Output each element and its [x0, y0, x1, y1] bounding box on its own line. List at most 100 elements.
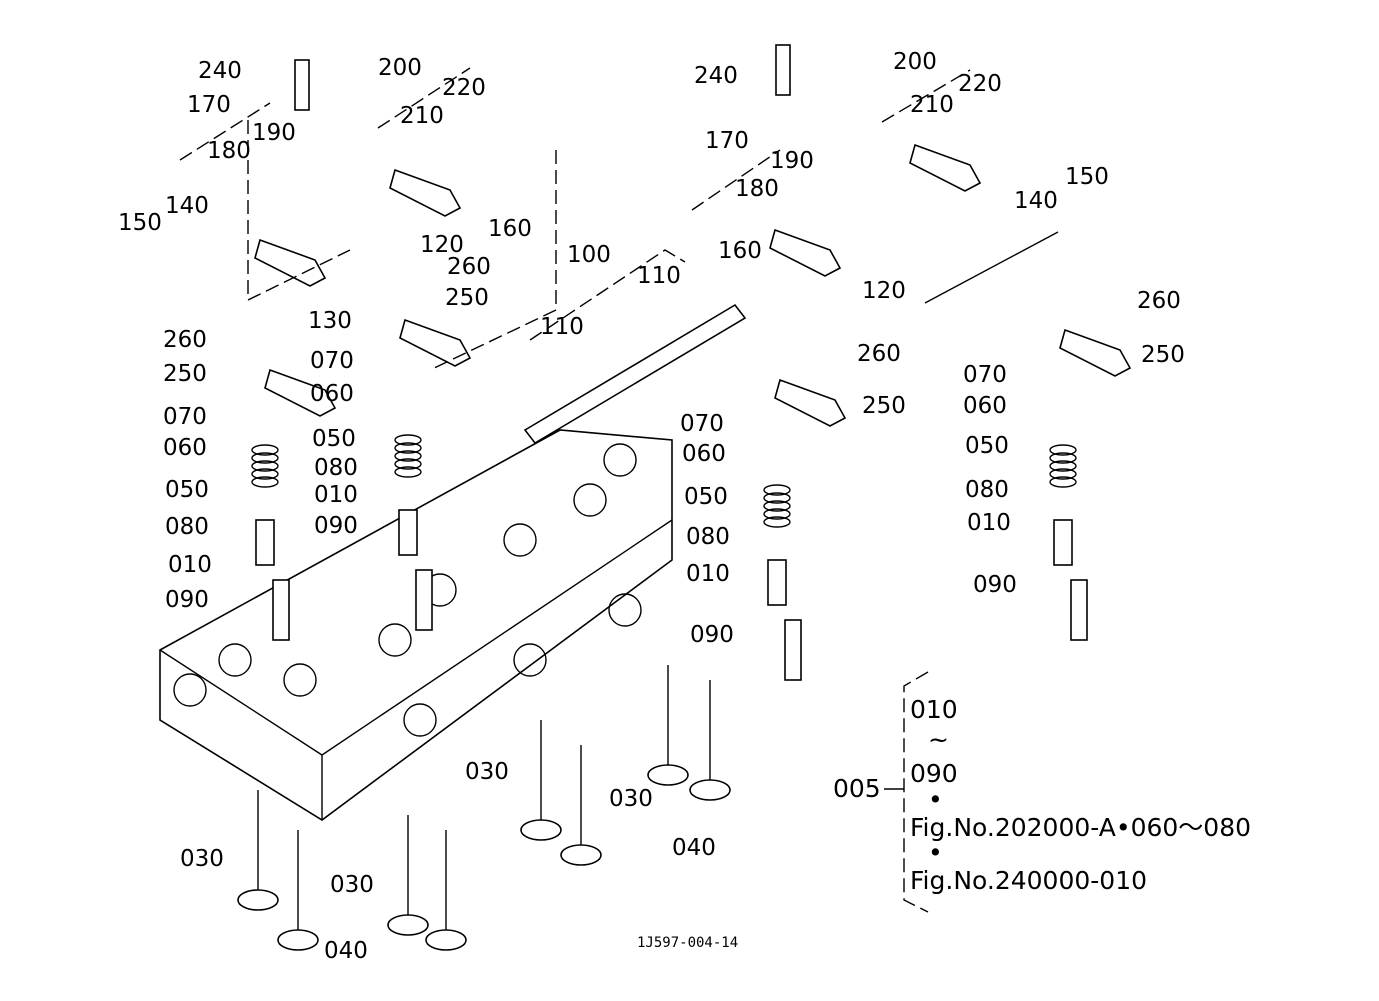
valve-spring	[763, 492, 791, 504]
head-port	[573, 483, 607, 517]
valve-spring	[251, 460, 279, 472]
push-rod	[272, 579, 290, 641]
part-label-010: 010	[967, 510, 1011, 536]
valve-spring	[763, 516, 791, 528]
part-label-060: 060	[163, 435, 207, 461]
part-label-200: 200	[893, 49, 937, 75]
head-port	[283, 663, 317, 697]
note-bullet-2: •	[928, 838, 943, 867]
part-label-090: 090	[165, 587, 209, 613]
part-label-040: 040	[672, 835, 716, 861]
part-shapes	[159, 44, 1132, 951]
part-label-250: 250	[163, 361, 207, 387]
part-label-030: 030	[609, 786, 653, 812]
part-label-070: 070	[963, 362, 1007, 388]
valve-head	[520, 819, 562, 841]
part-label-030: 030	[330, 872, 374, 898]
head-port	[603, 443, 637, 477]
part-label-260: 260	[1137, 288, 1181, 314]
part-label-070: 070	[163, 404, 207, 430]
valve-spring	[251, 468, 279, 480]
valve-spring	[1049, 460, 1077, 472]
part-label-120: 120	[862, 278, 906, 304]
valve-head	[647, 764, 689, 786]
valve-spring	[763, 508, 791, 520]
part-label-070: 070	[310, 348, 354, 374]
head-port	[503, 523, 537, 557]
valve-spring	[1049, 452, 1077, 464]
valve-spring	[1049, 444, 1077, 456]
part-label-220: 220	[442, 75, 486, 101]
valve-spring	[394, 434, 422, 446]
part-label-010: 010	[314, 482, 358, 508]
rocker-arm	[1059, 328, 1132, 377]
part-label-170: 170	[187, 92, 231, 118]
note-range-end: 090	[910, 759, 958, 788]
part-label-250: 250	[862, 393, 906, 419]
part-label-130: 130	[308, 308, 352, 334]
part-label-220: 220	[958, 71, 1002, 97]
part-label-200: 200	[378, 55, 422, 81]
part-label-150: 150	[1065, 164, 1109, 190]
part-label-090: 090	[314, 513, 358, 539]
rocker-shaft	[523, 303, 747, 445]
part-label-060: 060	[310, 381, 354, 407]
part-label-210: 210	[400, 103, 444, 129]
valve-head	[689, 779, 731, 801]
part-label-010: 010	[686, 561, 730, 587]
valve-guide	[398, 509, 418, 556]
valve-spring	[251, 476, 279, 488]
part-label-260: 260	[857, 341, 901, 367]
part-label-100: 100	[567, 242, 611, 268]
part-label-160: 160	[488, 216, 532, 242]
part-label-210: 210	[910, 92, 954, 118]
rocker-arm	[389, 168, 462, 217]
head-port	[513, 643, 547, 677]
valve-head	[387, 914, 429, 936]
valve-head	[277, 929, 319, 951]
part-label-050: 050	[965, 433, 1009, 459]
assembly-note: 005 010 ~ 090 • Fig.No.202000-A•060～080 …	[833, 671, 1251, 913]
part-label-180: 180	[735, 176, 779, 202]
valve-spring	[763, 500, 791, 512]
part-label-110: 110	[540, 314, 584, 340]
part-label-030: 030	[180, 846, 224, 872]
part-label-060: 060	[963, 393, 1007, 419]
part-label-110: 110	[637, 263, 681, 289]
push-rod	[1070, 579, 1088, 641]
head-port	[378, 623, 412, 657]
valve-spring	[251, 452, 279, 464]
valve-spring	[1049, 468, 1077, 480]
part-label-070: 070	[680, 411, 724, 437]
valve-spring	[394, 466, 422, 478]
part-label-080: 080	[686, 524, 730, 550]
part-label-140: 140	[165, 193, 209, 219]
part-label-140: 140	[1014, 188, 1058, 214]
valve-spring	[251, 444, 279, 456]
note-ref: 005	[833, 774, 881, 803]
bolt	[294, 59, 310, 111]
part-label-060: 060	[682, 441, 726, 467]
part-label-190: 190	[770, 148, 814, 174]
part-label-240: 240	[198, 58, 242, 84]
valve-spring	[394, 458, 422, 470]
rocker-arm	[264, 368, 337, 417]
part-label-120: 120	[420, 232, 464, 258]
rocker-arm	[399, 318, 472, 367]
part-label-150: 150	[118, 210, 162, 236]
cylinder-head-edge	[159, 519, 673, 820]
note-bracket	[903, 671, 929, 913]
leader-line	[924, 231, 1059, 304]
push-rod	[784, 619, 802, 681]
valve-head	[560, 844, 602, 866]
rocker-arm	[909, 143, 982, 192]
part-label-050: 050	[312, 426, 356, 452]
part-label-090: 090	[690, 622, 734, 648]
note-ref-line-2: Fig.No.240000-010	[910, 866, 1147, 895]
head-port	[608, 593, 642, 627]
rocker-arm	[774, 378, 847, 427]
drawing-code: 1J597-004-14	[637, 935, 738, 951]
